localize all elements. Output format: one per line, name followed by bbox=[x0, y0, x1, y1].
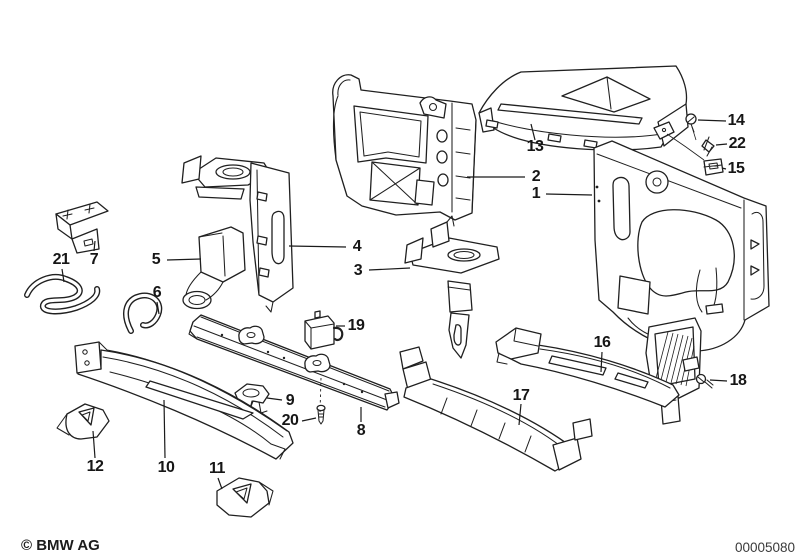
part-10-drawing bbox=[74, 341, 294, 460]
drawing-number: 00005080 bbox=[735, 540, 796, 555]
part-1-drawing bbox=[593, 140, 770, 352]
part-label-17[interactable]: 17 bbox=[512, 387, 530, 404]
part-4-drawing bbox=[181, 155, 294, 313]
part-20-drawing bbox=[316, 404, 326, 425]
part-16-drawing bbox=[495, 317, 702, 425]
part-22-drawing bbox=[701, 136, 715, 157]
part-label-6[interactable]: 6 bbox=[152, 284, 162, 301]
part-17-drawing bbox=[399, 346, 593, 472]
part-label-10[interactable]: 10 bbox=[157, 459, 175, 476]
part-label-9[interactable]: 9 bbox=[285, 392, 295, 409]
part-3-drawing bbox=[404, 215, 500, 359]
part-7-drawing bbox=[55, 201, 109, 254]
part-label-4[interactable]: 4 bbox=[352, 238, 362, 255]
part-21-drawing bbox=[24, 274, 101, 315]
part-label-18[interactable]: 18 bbox=[729, 372, 747, 389]
part-label-19[interactable]: 19 bbox=[347, 317, 365, 334]
copyright-label: © BMW AG bbox=[21, 537, 100, 554]
leader-lines bbox=[61, 119, 728, 490]
part-label-5[interactable]: 5 bbox=[151, 251, 161, 268]
part-8-drawing bbox=[188, 314, 400, 413]
part-label-13[interactable]: 13 bbox=[526, 138, 544, 155]
part-12-drawing bbox=[56, 403, 110, 440]
part-14-drawing bbox=[685, 113, 697, 133]
part-label-20[interactable]: 20 bbox=[281, 412, 299, 429]
part-6-drawing bbox=[123, 292, 163, 334]
part-label-3[interactable]: 3 bbox=[353, 262, 363, 279]
part-label-12[interactable]: 12 bbox=[86, 458, 104, 475]
part-15-drawing bbox=[703, 158, 724, 176]
part-label-7[interactable]: 7 bbox=[89, 251, 99, 268]
part-label-14[interactable]: 14 bbox=[727, 112, 745, 129]
part-label-11[interactable]: 11 bbox=[209, 460, 225, 477]
connector-lines bbox=[666, 126, 705, 161]
part-label-15[interactable]: 15 bbox=[727, 160, 745, 177]
part-19-drawing bbox=[304, 310, 344, 350]
part-label-2[interactable]: 2 bbox=[531, 168, 541, 185]
part-18-drawing bbox=[695, 373, 714, 389]
part-13-drawing bbox=[478, 65, 689, 151]
part-5-drawing bbox=[182, 226, 246, 310]
part-11-drawing bbox=[216, 477, 274, 518]
part-label-21[interactable]: 21 bbox=[52, 251, 70, 268]
part-2-drawing bbox=[332, 74, 477, 221]
part-label-16[interactable]: 16 bbox=[593, 334, 611, 351]
part-label-1[interactable]: 1 bbox=[531, 185, 541, 202]
part-label-8[interactable]: 8 bbox=[356, 422, 366, 439]
part-label-22[interactable]: 22 bbox=[728, 135, 746, 152]
